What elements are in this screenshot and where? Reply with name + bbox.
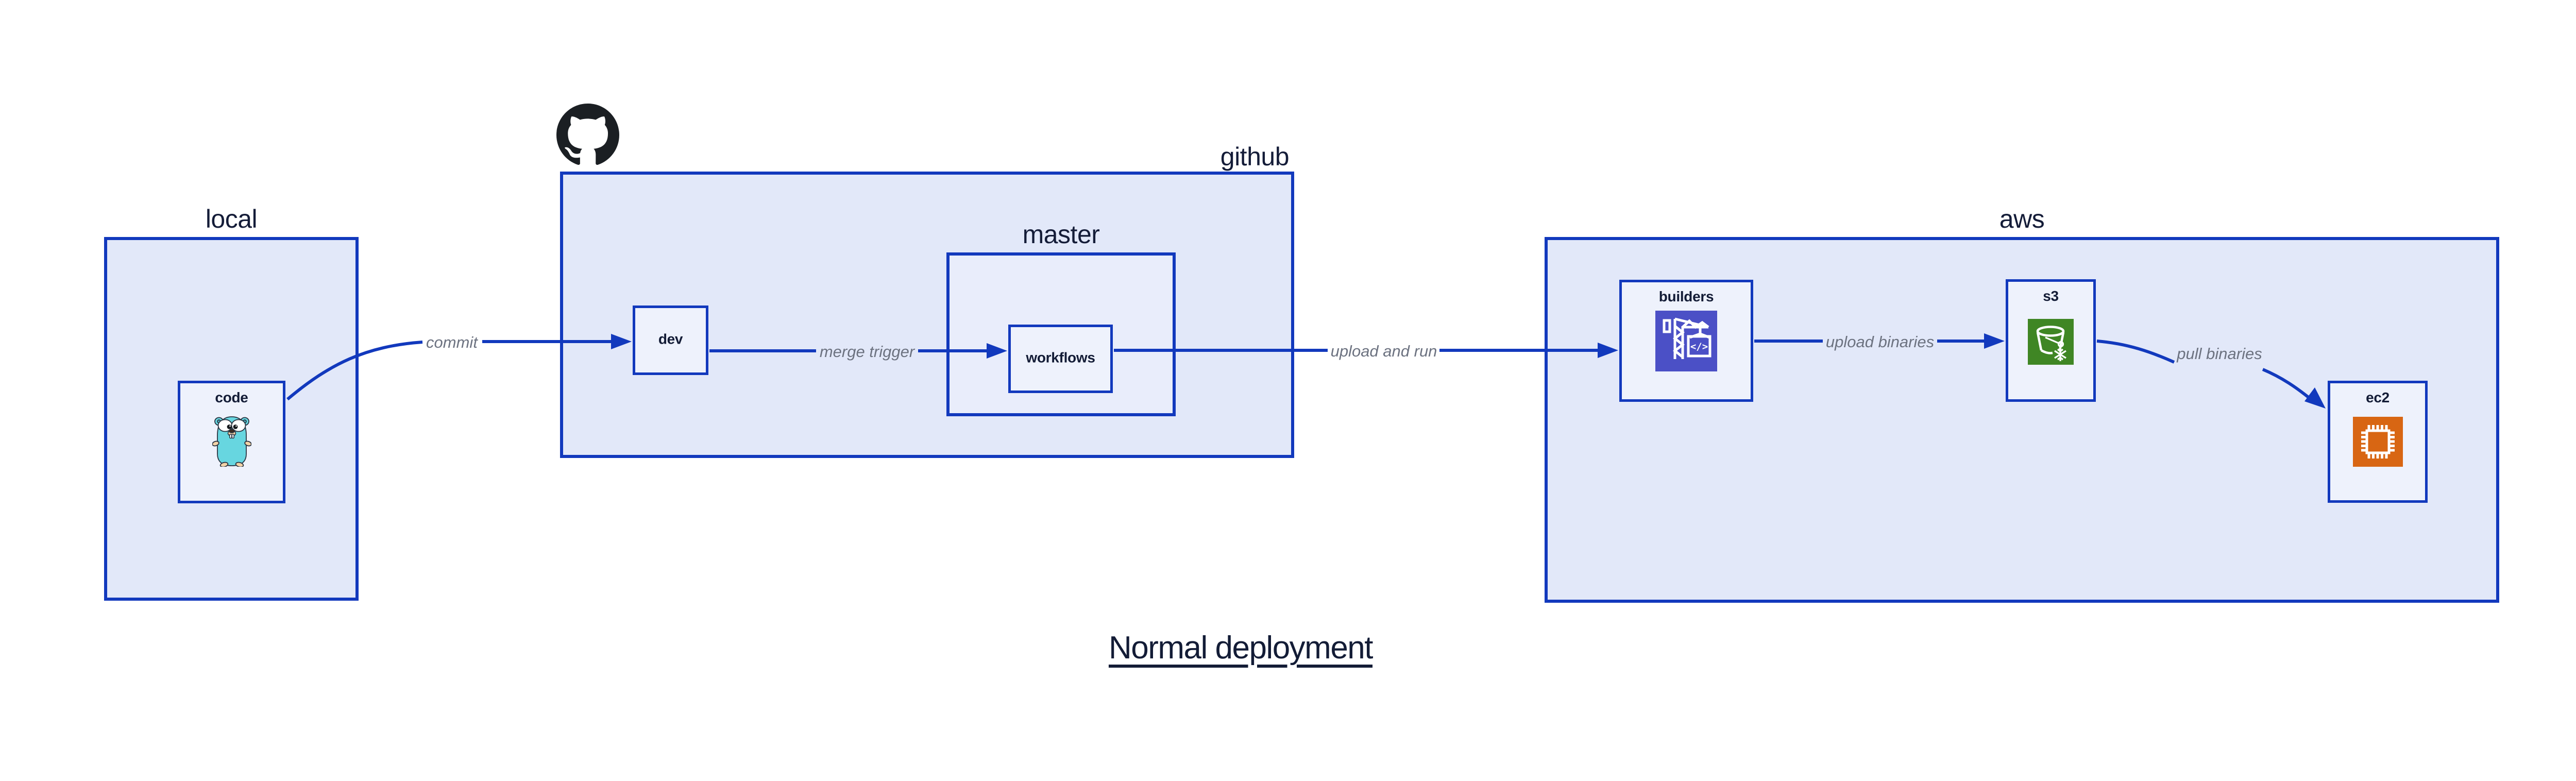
edge-upload-and-run-label: upload and run — [1331, 342, 1437, 360]
aws-s3-glacier-icon — [2028, 319, 2074, 365]
node-ec2: ec2 — [2328, 381, 2428, 503]
node-workflows: workflows — [1008, 325, 1113, 393]
aws-codebuild-icon: </> — [1655, 311, 1717, 371]
group-aws-label: aws — [1999, 205, 2045, 233]
diagram-title: Normal deployment — [1108, 630, 1374, 666]
group-aws: aws builders </> — [1545, 205, 2499, 603]
node-dev-label: dev — [658, 330, 683, 347]
node-ec2-label: ec2 — [2366, 389, 2389, 405]
svg-text:</>: </> — [1690, 341, 1708, 352]
node-code-label: code — [215, 389, 248, 405]
aws-ec2-icon — [2353, 417, 2403, 467]
group-local-label: local — [205, 205, 258, 233]
node-builders-label: builders — [1658, 288, 1714, 304]
node-workflows-label: workflows — [1026, 349, 1095, 365]
node-code: code — [178, 381, 285, 503]
node-s3-label: s3 — [2043, 288, 2059, 304]
group-local: local code — [104, 205, 359, 601]
github-logo-icon — [556, 104, 619, 165]
node-s3: s3 — [2006, 279, 2096, 402]
group-github: github dev master workflows — [560, 142, 1294, 458]
node-builders: builders </> — [1619, 280, 1753, 402]
go-gopher-icon — [212, 416, 251, 467]
node-dev: dev — [633, 305, 708, 375]
edge-commit-label: commit — [426, 333, 478, 351]
group-master: master workflows — [946, 220, 1176, 416]
group-github-label: github — [1220, 142, 1290, 171]
group-master-label: master — [1022, 220, 1100, 249]
